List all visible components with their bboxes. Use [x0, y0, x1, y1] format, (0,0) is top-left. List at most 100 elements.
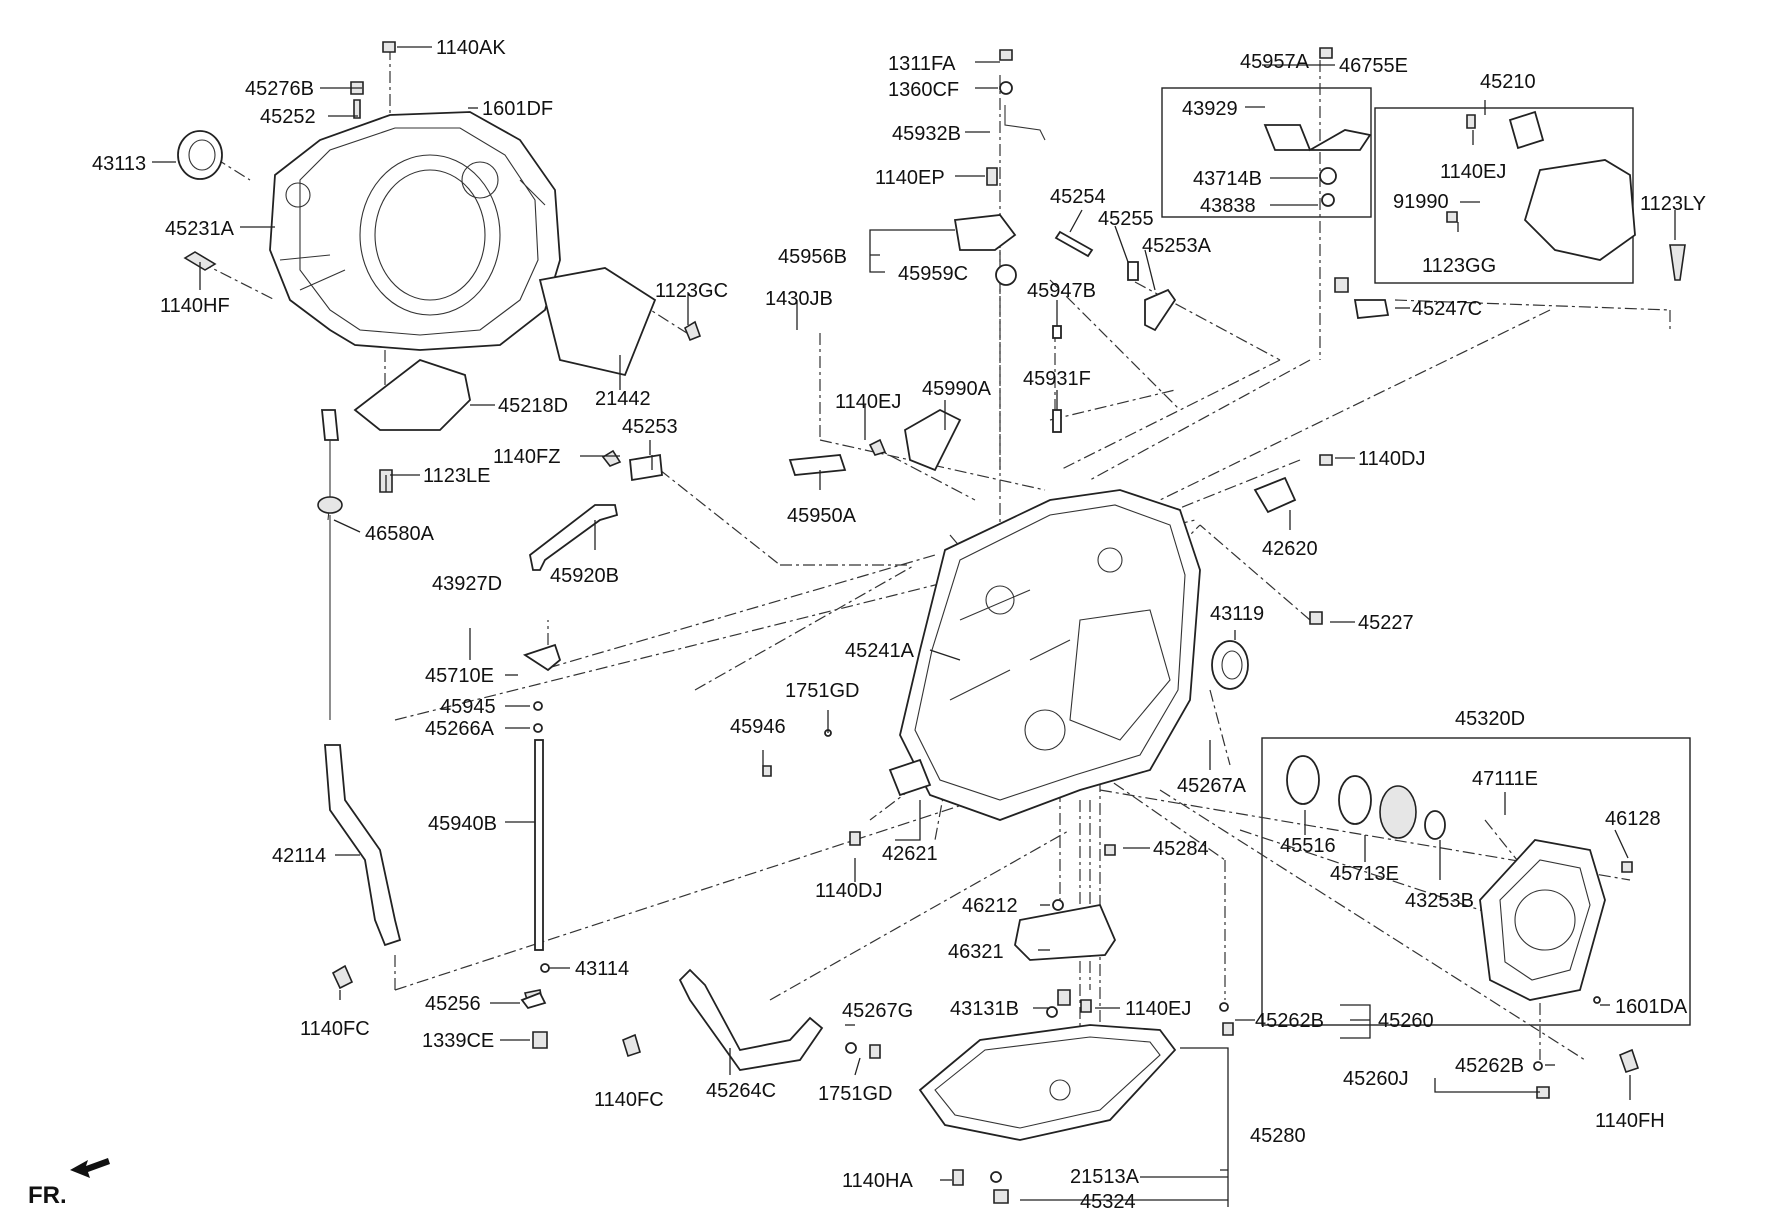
label-1311FA: 1311FA — [888, 53, 956, 75]
plate-45253 — [629, 453, 663, 482]
label-45262B-b: 45262B — [1455, 1055, 1524, 1077]
label-46321: 46321 — [948, 941, 1004, 963]
label-1140HA: 1140HA — [842, 1170, 913, 1192]
label-45227: 45227 — [1358, 612, 1414, 634]
label-1751GD-bottom: 1751GD — [818, 1083, 893, 1105]
label-1140EJ-box: 1140EJ — [1440, 161, 1506, 183]
bracket-45247C — [1353, 299, 1390, 319]
oil-seal-43119 — [1211, 640, 1249, 690]
shaft-45920B — [529, 504, 619, 571]
label-45959C: 45959C — [898, 263, 968, 285]
label-45267A: 45267A — [1177, 775, 1247, 797]
pin-45931F — [1052, 409, 1062, 433]
label-45262B-a: 45262B — [1255, 1010, 1324, 1032]
label-1140AK: 1140AK — [436, 37, 506, 59]
label-1430JB: 1430JB — [765, 288, 833, 310]
bracket-43929 — [1263, 124, 1372, 152]
clip-45210 — [1508, 110, 1545, 150]
oil-pan-45280 — [918, 1024, 1177, 1141]
label-45710E: 45710E — [425, 665, 494, 687]
label-45713E: 45713E — [1330, 863, 1399, 885]
parts-45320D — [1286, 755, 1606, 1001]
label-46755E: 46755E — [1339, 55, 1408, 77]
dipstick-46580A — [317, 409, 343, 720]
label-45266A: 45266A — [425, 718, 495, 740]
label-43714B: 43714B — [1193, 168, 1262, 190]
spring-45255 — [1127, 261, 1139, 281]
label-43929: 43929 — [1182, 98, 1238, 120]
label-1140FZ: 1140FZ — [493, 446, 560, 468]
bracket-45218D — [353, 358, 471, 431]
label-front-direction: FR. — [28, 1182, 67, 1209]
label-43131B: 43131B — [950, 998, 1019, 1020]
label-45276B: 45276B — [245, 78, 314, 100]
group-box-45957A — [1161, 87, 1372, 218]
label-42620: 42620 — [1262, 538, 1318, 560]
label-45947B: 45947B — [1027, 280, 1096, 302]
label-1123LE: 1123LE — [423, 465, 490, 487]
label-45218D: 45218D — [498, 395, 568, 417]
label-45957A: 45957A — [1240, 51, 1310, 73]
leader-lines — [152, 46, 1676, 1207]
sensor-42620 — [1253, 476, 1297, 514]
label-45320D: 45320D — [1455, 708, 1525, 730]
lever-45710E — [522, 643, 562, 672]
label-45946: 45946 — [730, 716, 786, 738]
label-45990A: 45990A — [922, 378, 992, 400]
label-42621: 42621 — [882, 843, 938, 865]
label-1360CF: 1360CF — [888, 79, 959, 101]
label-1140EJ-mid: 1140EJ — [835, 391, 901, 413]
label-45920B: 45920B — [550, 565, 619, 587]
label-1140DJ-top: 1140DJ — [1358, 448, 1425, 470]
label-1601DA: 1601DA — [1615, 996, 1688, 1018]
sensor-45956B — [953, 105, 1046, 286]
front-direction-arrow — [70, 1158, 110, 1178]
tube-42114 — [324, 744, 402, 947]
label-46128: 46128 — [1605, 808, 1661, 830]
label-42114: 42114 — [272, 845, 326, 867]
label-45255: 45255 — [1098, 208, 1154, 230]
label-43113: 43113 — [92, 153, 146, 175]
label-1123GC: 1123GC — [655, 280, 728, 302]
oil-seal-43113 — [177, 130, 223, 180]
label-45932B: 45932B — [892, 123, 961, 145]
label-45253: 45253 — [622, 416, 678, 438]
label-45253A: 45253A — [1142, 235, 1212, 257]
pin-45947B — [1052, 325, 1062, 339]
converter-housing-45231A — [269, 111, 561, 351]
pin-45254 — [1054, 230, 1094, 258]
label-45247C: 45247C — [1412, 298, 1482, 320]
label-43927D: 43927D — [432, 573, 502, 595]
label-43119: 43119 — [1210, 603, 1264, 625]
label-1140FH: 1140FH — [1595, 1110, 1665, 1132]
label-45280: 45280 — [1250, 1125, 1306, 1147]
sensor-42621 — [888, 758, 932, 797]
label-45324: 45324 — [1080, 1191, 1136, 1211]
group-box-45320D — [1261, 737, 1691, 1026]
label-45264C: 45264C — [706, 1080, 776, 1102]
label-45210: 45210 — [1480, 71, 1536, 93]
label-45284: 45284 — [1153, 838, 1209, 860]
label-1140FC-mid: 1140FC — [594, 1089, 664, 1111]
label-45241A: 45241A — [845, 640, 915, 662]
label-1751GD-mid: 1751GD — [785, 680, 860, 702]
group-box-45210 — [1374, 107, 1634, 284]
lever-45253A — [1144, 288, 1177, 332]
label-45254: 45254 — [1050, 186, 1106, 208]
transmission-case-45241A — [899, 489, 1201, 821]
label-21442: 21442 — [595, 388, 651, 410]
bracket-45210 — [1523, 159, 1636, 261]
label-1123GG: 1123GG — [1422, 255, 1496, 277]
label-45956B: 45956B — [778, 246, 847, 268]
label-1140HF: 1140HF — [160, 295, 230, 317]
label-43838: 43838 — [1200, 195, 1256, 217]
label-43114: 43114 — [575, 958, 629, 980]
oil-pipe-45264C — [678, 968, 824, 1071]
label-45267G: 45267G — [842, 1000, 913, 1022]
label-1140EP: 1140EP — [875, 167, 945, 189]
oil-filter-46321 — [1014, 903, 1117, 961]
label-91990: 91990 — [1393, 191, 1449, 213]
label-1601DF: 1601DF — [482, 98, 553, 120]
label-45940B: 45940B — [428, 813, 497, 835]
